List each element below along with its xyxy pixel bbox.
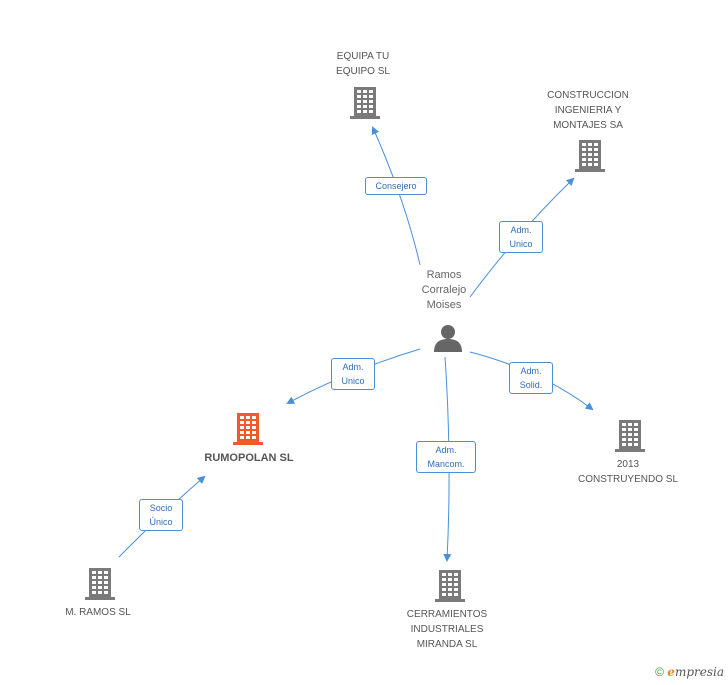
company-label-construyendo[interactable]: 2013 CONSTRUYENDO SL [577,459,678,485]
relation-label-adm-unico[interactable]: Adm. Unico [331,358,375,390]
building-icon[interactable] [232,412,264,445]
relation-label-socio-unico[interactable]: Socio Único [139,499,183,531]
building-icon[interactable] [434,569,466,602]
building-icon[interactable] [84,567,116,600]
relation-label-adm-unico[interactable]: Adm. Unico [499,221,543,253]
company-label-cerramientos[interactable]: CERRAMIENTOS INDUSTRIALES MIRANDA SL [406,609,488,650]
building-icon[interactable] [614,419,646,452]
company-label-equipa[interactable]: EQUIPA TU EQUIPO SL [336,51,390,77]
building-icon[interactable] [349,86,381,119]
person-icon[interactable] [433,323,463,353]
company-label-construccion[interactable]: CONSTRUCCION INGENIERIA Y MONTAJES SA [547,90,629,131]
edge-consejero [371,126,421,266]
relation-label-consejero[interactable]: Consejero [365,177,427,195]
relation-label-adm-mancom[interactable]: Adm. Mancom. [416,441,476,473]
brand-logo: empresia [667,665,724,679]
building-icon[interactable] [574,139,606,172]
relation-label-adm-solid[interactable]: Adm. Solid. [509,362,553,394]
company-label-mramos[interactable]: M. RAMOS SL [65,607,131,618]
footer-brand: © empresia [655,665,724,679]
company-label-rumopolan[interactable]: RUMOPOLAN SL [204,452,294,464]
person-name[interactable]: Ramos Corralejo Moises [421,269,467,311]
copyright-icon: © [655,665,664,679]
